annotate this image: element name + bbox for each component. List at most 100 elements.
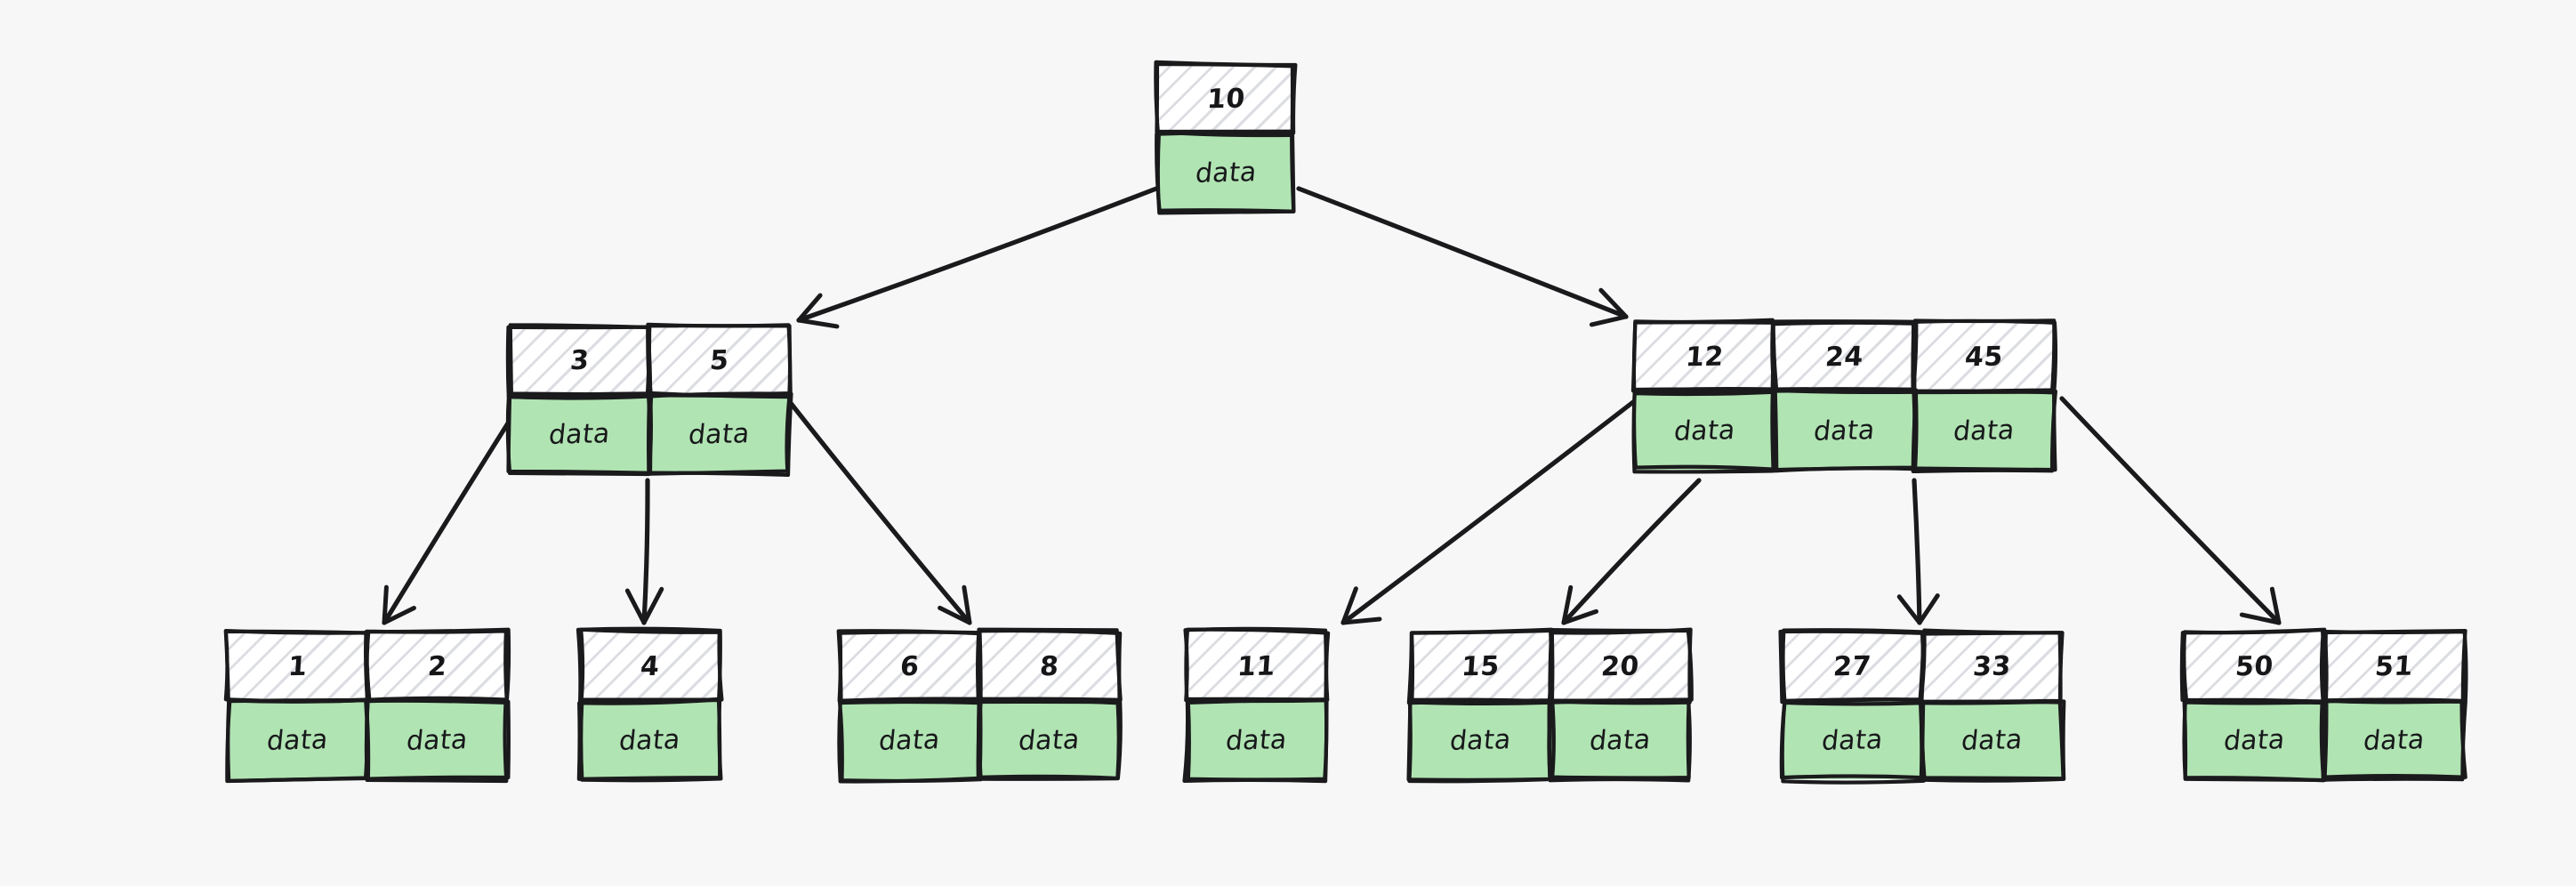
- data-cell[interactable]: data: [2182, 697, 2329, 783]
- data-label: data: [1017, 723, 1082, 757]
- data-label: data: [1960, 723, 2025, 757]
- data-label: data: [1448, 723, 1513, 757]
- btree-node-leaf-11[interactable]: 11 data: [1182, 626, 1331, 784]
- key-cell[interactable]: 8: [976, 627, 1123, 703]
- data-cell[interactable]: data: [976, 697, 1123, 781]
- key-cell[interactable]: 45: [1911, 318, 2058, 395]
- btree-node-internal-right[interactable]: 12 24 45 data data data: [1630, 318, 2058, 474]
- data-cell[interactable]: data: [1772, 388, 1919, 473]
- key-label: 10: [1205, 83, 1246, 115]
- data-cell[interactable]: data: [1406, 697, 1553, 784]
- key-cell[interactable]: 4: [576, 626, 724, 705]
- key-label: 15: [1460, 650, 1501, 682]
- data-label: data: [877, 723, 942, 757]
- data-row: data data: [225, 696, 511, 784]
- key-label: 1: [286, 650, 309, 682]
- data-row: data data: [2182, 697, 2467, 783]
- key-cell[interactable]: 51: [2319, 628, 2468, 705]
- data-row: data data data: [1631, 388, 2057, 474]
- data-cell[interactable]: data: [646, 391, 793, 478]
- btree-node-leaf-27-33[interactable]: 27 33 data data: [1778, 628, 2066, 785]
- data-label: data: [687, 417, 752, 451]
- data-label: data: [617, 723, 682, 757]
- key-row: 10: [1154, 60, 1298, 138]
- key-cell[interactable]: 50: [2179, 627, 2329, 705]
- key-label: 4: [639, 650, 661, 682]
- key-cell[interactable]: 2: [364, 627, 511, 705]
- data-cell[interactable]: data: [1911, 388, 2057, 474]
- key-label: 45: [1963, 341, 2005, 373]
- key-label: 51: [2373, 650, 2415, 682]
- data-label: data: [1588, 723, 1653, 757]
- key-cell[interactable]: 33: [1919, 628, 2065, 705]
- key-row: 50 51: [2179, 627, 2468, 705]
- key-row: 11: [1183, 626, 1331, 704]
- data-row: data: [1182, 697, 1329, 784]
- key-cell[interactable]: 24: [1770, 319, 1919, 395]
- data-label: data: [1820, 723, 1885, 757]
- key-label: 27: [1831, 650, 1873, 682]
- key-label: 50: [2234, 650, 2275, 682]
- data-label: data: [1193, 156, 1259, 189]
- key-cell[interactable]: 15: [1406, 627, 1555, 705]
- data-cell[interactable]: data: [1182, 697, 1329, 784]
- key-cell[interactable]: 10: [1154, 60, 1298, 138]
- data-cell[interactable]: data: [2321, 697, 2467, 782]
- data-label: data: [405, 723, 470, 757]
- key-cell[interactable]: 1: [223, 629, 372, 704]
- key-label: 11: [1236, 650, 1277, 682]
- data-cell[interactable]: data: [364, 696, 511, 784]
- data-label: data: [2362, 723, 2427, 757]
- data-cell[interactable]: data: [1779, 697, 1927, 785]
- data-row: data data: [837, 697, 1123, 784]
- key-row: 12 24 45: [1630, 318, 2058, 395]
- btree-node-leaf-50-51[interactable]: 50 51 data data: [2179, 627, 2468, 783]
- data-row: data data: [1406, 697, 1692, 784]
- key-label: 6: [898, 650, 921, 682]
- data-label: data: [1812, 414, 1877, 447]
- data-cell[interactable]: data: [837, 697, 983, 784]
- key-row: 27 33: [1778, 628, 2065, 705]
- key-label: 12: [1684, 341, 1726, 373]
- key-label: 20: [1599, 650, 1641, 682]
- data-cell[interactable]: data: [1547, 697, 1692, 783]
- key-cell[interactable]: 5: [645, 322, 793, 398]
- key-label: 24: [1823, 341, 1865, 373]
- data-cell[interactable]: data: [1631, 389, 1777, 474]
- key-cell[interactable]: 11: [1183, 626, 1331, 704]
- data-row: data data: [1779, 697, 2066, 785]
- btree-node-leaf-4[interactable]: 4 data: [576, 626, 724, 783]
- data-row: data data: [505, 391, 793, 478]
- data-label: data: [265, 723, 330, 757]
- data-cell[interactable]: data: [505, 391, 654, 477]
- data-label: data: [547, 417, 612, 451]
- data-cell[interactable]: data: [1155, 129, 1296, 215]
- data-label: data: [1224, 723, 1289, 757]
- key-cell[interactable]: 27: [1778, 628, 1926, 705]
- key-cell[interactable]: 3: [505, 323, 653, 400]
- data-label: data: [1672, 414, 1737, 447]
- key-label: 5: [708, 344, 730, 376]
- key-cell[interactable]: 6: [836, 629, 984, 705]
- data-cell[interactable]: data: [576, 697, 723, 783]
- key-cell[interactable]: 20: [1547, 627, 1694, 705]
- key-row: 4: [576, 626, 724, 705]
- data-cell[interactable]: data: [1918, 699, 2066, 783]
- data-row: data: [576, 697, 723, 783]
- data-label: data: [2222, 723, 2287, 757]
- key-cell[interactable]: 12: [1630, 318, 1776, 394]
- btree-node-root[interactable]: 10 data: [1154, 60, 1298, 215]
- key-label: 8: [1038, 650, 1060, 682]
- key-label: 33: [1971, 650, 2013, 682]
- key-label: 2: [426, 650, 448, 682]
- data-cell[interactable]: data: [225, 697, 370, 784]
